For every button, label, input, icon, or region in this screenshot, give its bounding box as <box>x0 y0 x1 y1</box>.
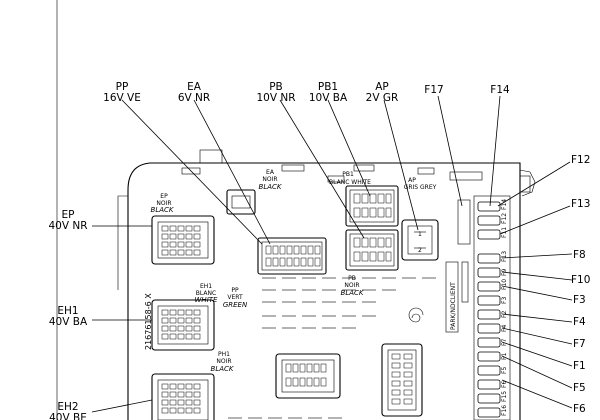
fuse-id-f11: F11 <box>501 227 508 238</box>
ep-spec-label: 40V NR <box>48 220 87 232</box>
fuse-id-f1: F1 <box>501 353 508 360</box>
f4-label: F4 <box>573 316 586 328</box>
leader-lines <box>91 95 573 413</box>
pb-connector <box>345 229 399 271</box>
pb-tag-line3: BLACK <box>341 289 365 297</box>
ph1-tag-line1: PH1 <box>218 351 230 358</box>
pb1-tag-line2: BLANC WHITE <box>329 179 371 186</box>
fuse-id-f4: F4 <box>501 325 508 332</box>
housing-right-tab <box>519 169 536 197</box>
f3-label: F3 <box>573 294 586 306</box>
svg-text:1: 1 <box>418 231 422 238</box>
park-strip <box>445 261 459 333</box>
right-clip <box>519 175 531 193</box>
pb-code-label: PB <box>269 81 283 93</box>
ea-code-label: EA <box>187 81 202 93</box>
pp-code-label: PP <box>116 81 129 93</box>
ea-connector-upper <box>226 189 256 215</box>
ea-tag-line3: BLACK <box>259 183 283 191</box>
fuse-id-f12: F12 <box>501 213 508 224</box>
pb-spec-label: 10V NR <box>256 92 295 104</box>
housing-left-edge <box>117 195 128 290</box>
f5-label: F5 <box>573 382 586 394</box>
f14-label: F14 <box>490 84 510 96</box>
f10-label: F10 <box>571 274 590 286</box>
park-strip-side <box>461 261 469 303</box>
top-clip <box>199 149 223 164</box>
ep-connector <box>151 215 215 265</box>
eh1-spec-label: 40V BA <box>49 316 88 328</box>
eh1-tag-line2: BLANC <box>196 290 216 297</box>
pp-tag-line3: GREEN <box>223 301 248 309</box>
svg-text:2: 2 <box>418 247 422 254</box>
ep-code-label: EP <box>62 209 75 221</box>
pb1-tag-line1: PB1 <box>342 171 354 178</box>
pb1-spec-label: 10V BA <box>309 92 348 104</box>
fuse-id-f15: F15 <box>501 391 508 402</box>
lower-right-connector <box>381 343 423 417</box>
fuse-column <box>473 195 511 420</box>
park-text: PARK/NDCLIENT <box>450 282 457 330</box>
ph1-connector <box>275 353 341 399</box>
eh1-tag-line3: WHITE <box>195 296 219 304</box>
housing-tab <box>353 164 375 172</box>
spiral-mark <box>408 307 424 323</box>
housing-tab <box>281 164 305 172</box>
f8-label: F8 <box>573 249 586 261</box>
f1-label: F1 <box>573 360 586 372</box>
pb1-code-label: PB1 <box>318 81 338 93</box>
pb-tag-line2: NOIR <box>344 282 359 289</box>
fuse-id-f5: F5 <box>501 367 508 374</box>
f17-label: F17 <box>424 84 443 96</box>
fuse-id-f2: F2 <box>501 311 508 318</box>
eh1-tag-line1: EH1 <box>200 283 212 290</box>
f7-label: F7 <box>573 338 586 350</box>
vent-grid <box>228 277 436 419</box>
housing-tab <box>181 167 201 175</box>
eh2-spec-label: 40V BE <box>49 412 87 420</box>
ap-tag-line2: GRIS GREY <box>404 184 437 191</box>
part-number: 21676158-6 X <box>144 293 153 350</box>
fuse-id-f3: F3 <box>501 297 508 304</box>
pp-tag-line2: VERT <box>227 294 243 301</box>
ap-spec-label: 2V GR <box>366 92 399 104</box>
pp-connector <box>257 237 327 275</box>
housing-tab <box>449 171 483 181</box>
housing-outline <box>127 162 521 420</box>
ea-tag-line1: EA <box>266 169 275 176</box>
f13-label: F13 <box>571 198 590 210</box>
fuse-id-f9: F9 <box>501 269 508 276</box>
housing-tab <box>417 167 435 175</box>
f6-label: F6 <box>573 403 586 415</box>
fuse-id-f6: F6 <box>501 381 508 388</box>
pp-tag-line1: PP <box>231 287 239 294</box>
pb-tag-line1: PB <box>348 275 356 282</box>
ph1-tag-line3: BLACK <box>211 365 235 373</box>
f12-label: F12 <box>571 154 590 166</box>
ep-tag-line3: BLACK <box>151 206 175 214</box>
pp-spec-label: 16V VE <box>103 92 141 104</box>
ep-tag-line1: EP <box>160 193 168 200</box>
fuse-id-f7: F7 <box>501 339 508 346</box>
ea-spec-label: 6V NR <box>178 92 210 104</box>
ap-tag-line1: AP <box>408 177 416 184</box>
eh1-connector <box>151 299 215 351</box>
ap-connector: 1 2 <box>401 219 439 261</box>
eh1-code-label: EH1 <box>57 305 78 317</box>
fuse-id-f10: F10 <box>501 279 508 290</box>
fuse-id-f16: F16 <box>501 405 508 416</box>
fuse-id-f13: F13 <box>501 251 508 262</box>
eh2-code-label: EH2 <box>57 401 78 413</box>
ph1-tag-line2: NOIR <box>216 358 231 365</box>
f17-slot <box>457 199 471 245</box>
eh2-connector <box>151 373 215 420</box>
fuse-id-f14: F14 <box>501 199 508 210</box>
ea-tag-line2: NOIR <box>262 176 277 183</box>
ap-code-label: AP <box>375 81 389 93</box>
ep-tag-line2: NOIR <box>156 200 171 207</box>
pb1-connector <box>345 185 399 227</box>
